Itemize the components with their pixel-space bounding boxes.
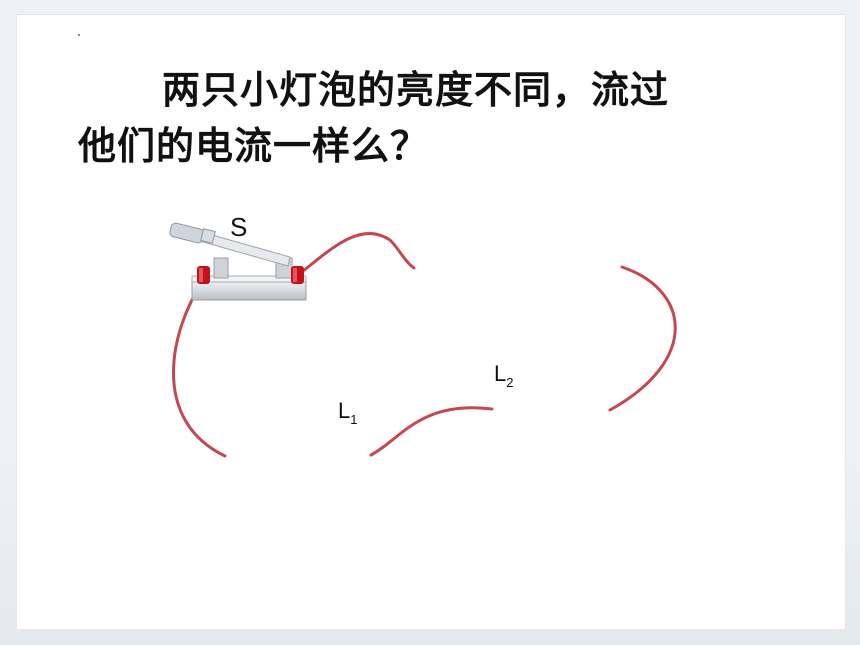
title-line-2: 他们的电流一样么？: [78, 124, 430, 168]
title-line-1: 两只小灯泡的亮度不同，流过: [162, 68, 670, 112]
switch-hinge-post: [213, 257, 229, 279]
slide-canvas: [16, 14, 846, 630]
lamp1-label: L1: [338, 398, 357, 427]
lamp2-label-sub: 2: [506, 375, 514, 390]
lamp1-label-sub: 1: [350, 412, 358, 427]
wires: [172, 232, 677, 458]
slide-title: 两只小灯泡的亮度不同，流过 他们的电流一样么？: [78, 62, 768, 174]
switch-handle: [169, 222, 205, 244]
lamp2-label-main: L: [494, 361, 507, 386]
decorative-dot: [78, 34, 80, 36]
switch-terminal-right: [291, 266, 304, 284]
lamp1-label-main: L: [338, 398, 351, 423]
lamp2-label: L2: [494, 361, 513, 390]
switch-label: S: [230, 212, 248, 242]
wire-switch-right-to-battery: [296, 232, 416, 277]
switch-base: [191, 281, 307, 301]
knife-switch: [169, 222, 307, 301]
wire-lamp1-to-lamp2: [369, 406, 494, 457]
wire-switch-left-to-lamp1: [172, 279, 227, 458]
wire-battery-to-lamp2: [608, 265, 677, 412]
switch-terminal-left: [197, 266, 210, 284]
